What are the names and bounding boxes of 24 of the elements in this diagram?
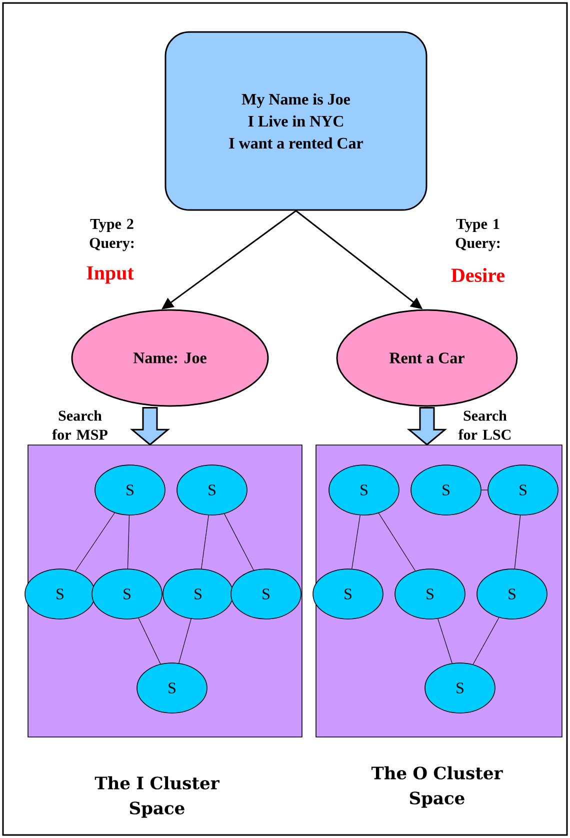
ellipse-node: Rent a Car [336, 309, 518, 407]
rounded-box: My Name is Joe I Live in NYC I want a rented Car [164, 31, 428, 211]
query-type-label: Desire [451, 268, 504, 282]
edge-label: Type 2 Query: [90, 218, 134, 252]
connector-line [201, 514, 209, 570]
connector-line [75, 512, 115, 572]
connector-line [127, 515, 130, 569]
connector-line [438, 618, 452, 664]
edge-label: Search for MSP [52, 410, 108, 440]
connector-line [514, 515, 521, 569]
connector-line [472, 617, 500, 665]
connector-line [224, 514, 254, 570]
cluster-caption: The I Cluster Space [94, 776, 220, 818]
edge-label: Type 1 Query: [456, 218, 500, 252]
query-type-label: Input [86, 266, 134, 284]
connector-line [138, 618, 161, 664]
edge-label: Search for LSC [458, 410, 511, 440]
block-arrow [130, 407, 170, 446]
cluster-caption: The O Cluster Space [371, 766, 503, 808]
connector-line [178, 618, 192, 664]
ellipse-node: Name: Joe [71, 309, 269, 407]
block-arrow [406, 407, 448, 446]
connector-line [378, 512, 416, 572]
connector-line [352, 514, 360, 570]
